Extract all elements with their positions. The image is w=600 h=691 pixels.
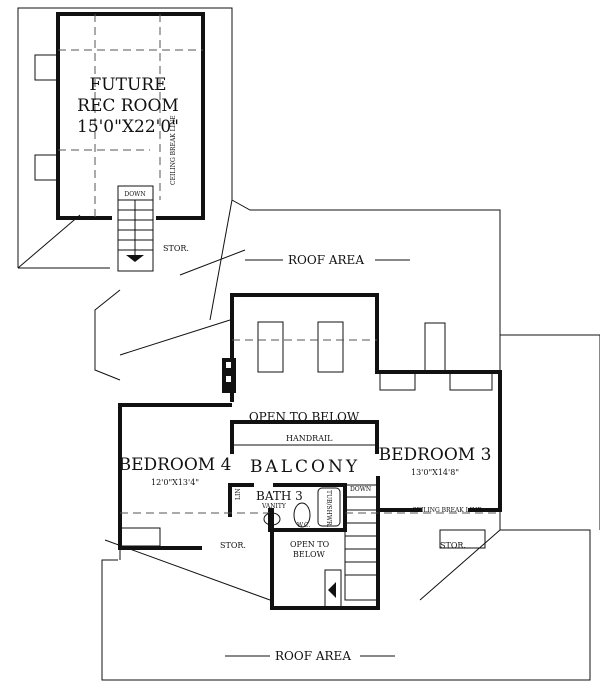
open-to-below-small-line1: OPEN TO — [290, 540, 330, 549]
stor-label-right: STOR. — [440, 541, 466, 550]
rec-room-name-line2: REC ROOM — [77, 96, 179, 116]
roof-area-top-label: ROOF AREA — [288, 253, 364, 267]
ceiling-break-vertical-label: CEILING BREAK LINE — [170, 115, 177, 185]
open-to-below-main-label: OPEN TO BELOW — [249, 410, 360, 424]
ceiling-break-horizontal-label: CEILING BREAK LINE — [412, 507, 482, 514]
down-label-top: DOWN — [124, 191, 145, 198]
bedroom4-name: BEDROOM 4 — [119, 455, 232, 475]
lin-label: LIN — [235, 488, 242, 500]
bedroom4-size: 12'0"X13'4" — [151, 478, 199, 487]
bedroom3-name: BEDROOM 3 — [379, 445, 492, 465]
handrail-label: HANDRAIL — [286, 434, 333, 443]
rec-room-size: 15'0"X22'0" — [77, 117, 179, 137]
main-walls — [118, 293, 502, 610]
stor-label-left: STOR. — [220, 541, 246, 550]
rec-room-name-line1: FUTURE — [90, 75, 167, 95]
down-label-main: DOWN — [350, 486, 371, 493]
open-to-below-small-line2: BELOW — [293, 550, 326, 559]
roof-area-bottom-label: ROOF AREA — [275, 649, 351, 663]
balcony-label: BALCONY — [250, 457, 360, 477]
future-rec-room: FUTURE REC ROOM 15'0"X22'0" CEILING BREA… — [34, 12, 205, 272]
wc-label: W.C. — [297, 522, 310, 529]
bedroom3-size: 13'0"X14'8" — [411, 468, 459, 477]
vanity-label: VANITY — [261, 503, 287, 510]
bath3-name: BATH 3 — [256, 489, 303, 503]
tub-label: TUB/SHWR. — [325, 490, 332, 528]
stor-label-top: STOR. — [163, 244, 189, 253]
